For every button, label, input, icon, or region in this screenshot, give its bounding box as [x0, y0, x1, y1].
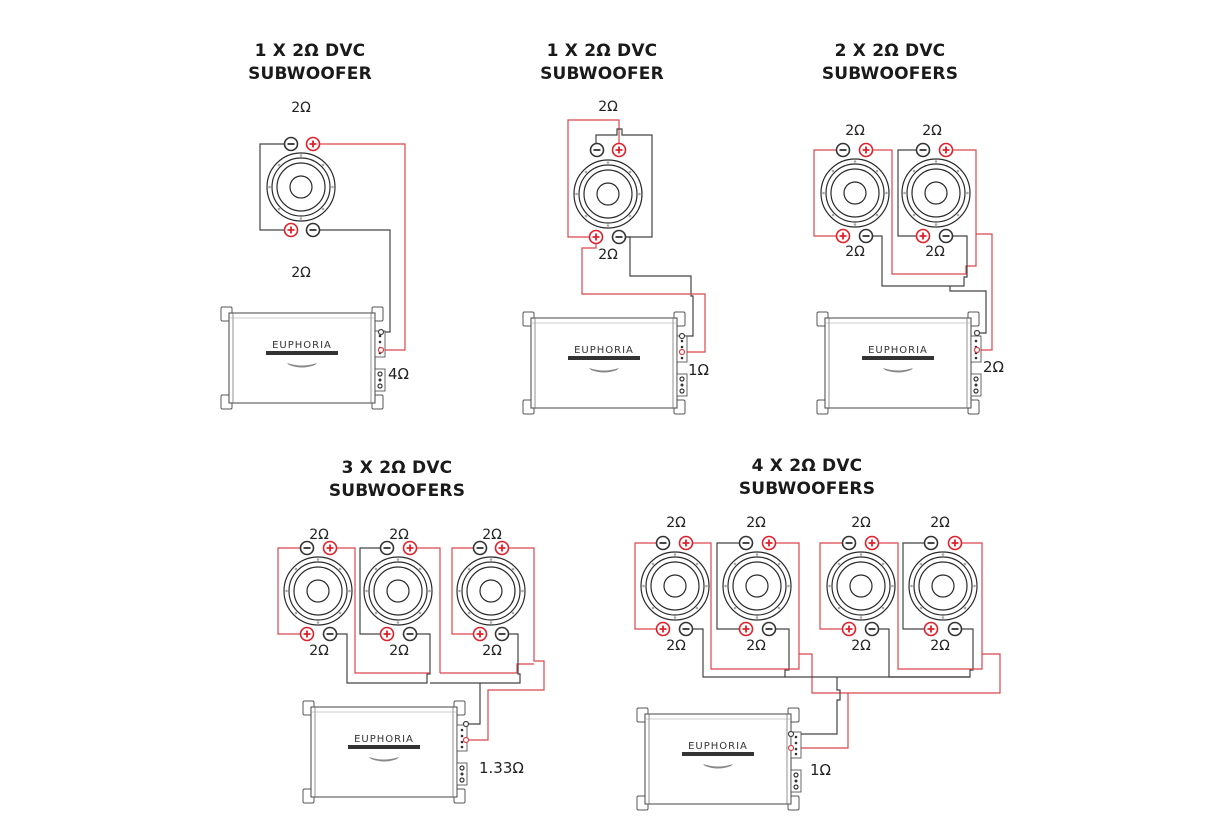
- coil-impedance-label: 2Ω: [598, 247, 618, 263]
- coil-impedance-label: 2Ω: [666, 638, 686, 654]
- coil-impedance-label: 2Ω: [851, 638, 871, 654]
- coil-impedance-label: 2Ω: [291, 100, 311, 116]
- title-line-1: 2 X 2Ω DVC: [834, 41, 946, 61]
- final-impedance-label: 4Ω: [388, 365, 410, 383]
- diagram-1: [220, 136, 406, 410]
- diagram-4-title: 3 X 2Ω DVC SUBWOOFERS: [287, 457, 507, 503]
- coil-impedance-label: 2Ω: [746, 638, 766, 654]
- coil-impedance-label: 2Ω: [666, 515, 686, 531]
- title-line-1: 4 X 2Ω DVC: [751, 456, 863, 476]
- final-impedance-label: 2Ω: [983, 358, 1005, 376]
- title-line-2: SUBWOOFERS: [821, 64, 959, 84]
- title-line-2: SUBWOOFERS: [328, 481, 466, 501]
- final-impedance-label: 1.33Ω: [479, 759, 524, 777]
- coil-impedance-label: 2Ω: [930, 515, 950, 531]
- coil-impedance-label: 2Ω: [291, 265, 311, 281]
- diagram-5: [634, 535, 1001, 811]
- diagram-2-title: 1 X 2Ω DVC SUBWOOFER: [492, 40, 712, 86]
- coil-impedance-label: 2Ω: [930, 638, 950, 654]
- coil-impedance-label: 2Ω: [482, 527, 502, 543]
- diagram-3: [813, 142, 993, 415]
- coil-impedance-label: 2Ω: [389, 527, 409, 543]
- title-line-1: 1 X 2Ω DVC: [254, 41, 366, 61]
- diagram-3-title: 2 X 2Ω DVC SUBWOOFERS: [780, 40, 1000, 86]
- coil-impedance-label: 2Ω: [845, 244, 865, 260]
- diagram-5-title: 4 X 2Ω DVC SUBWOOFERS: [697, 455, 917, 501]
- final-impedance-label: 1Ω: [688, 361, 710, 379]
- diagram-2: [522, 119, 706, 415]
- coil-impedance-label: 2Ω: [851, 515, 871, 531]
- coil-impedance-label: 2Ω: [925, 244, 945, 260]
- diagram-4: [277, 540, 545, 804]
- title-line-1: 3 X 2Ω DVC: [341, 458, 453, 478]
- final-impedance-label: 1Ω: [810, 761, 832, 779]
- title-line-2: SUBWOOFERS: [738, 479, 876, 499]
- title-line-2: SUBWOOFER: [540, 64, 664, 84]
- coil-impedance-label: 2Ω: [309, 527, 329, 543]
- coil-impedance-label: 2Ω: [598, 99, 618, 115]
- coil-impedance-label: 2Ω: [389, 643, 409, 659]
- coil-impedance-label: 2Ω: [746, 515, 766, 531]
- title-line-1: 1 X 2Ω DVC: [546, 41, 658, 61]
- coil-impedance-label: 2Ω: [482, 643, 502, 659]
- diagram-1-title: 1 X 2Ω DVC SUBWOOFER: [200, 40, 420, 86]
- title-line-2: SUBWOOFER: [248, 64, 372, 84]
- coil-impedance-label: 2Ω: [845, 123, 865, 139]
- coil-impedance-label: 2Ω: [309, 643, 329, 659]
- coil-impedance-label: 2Ω: [922, 123, 942, 139]
